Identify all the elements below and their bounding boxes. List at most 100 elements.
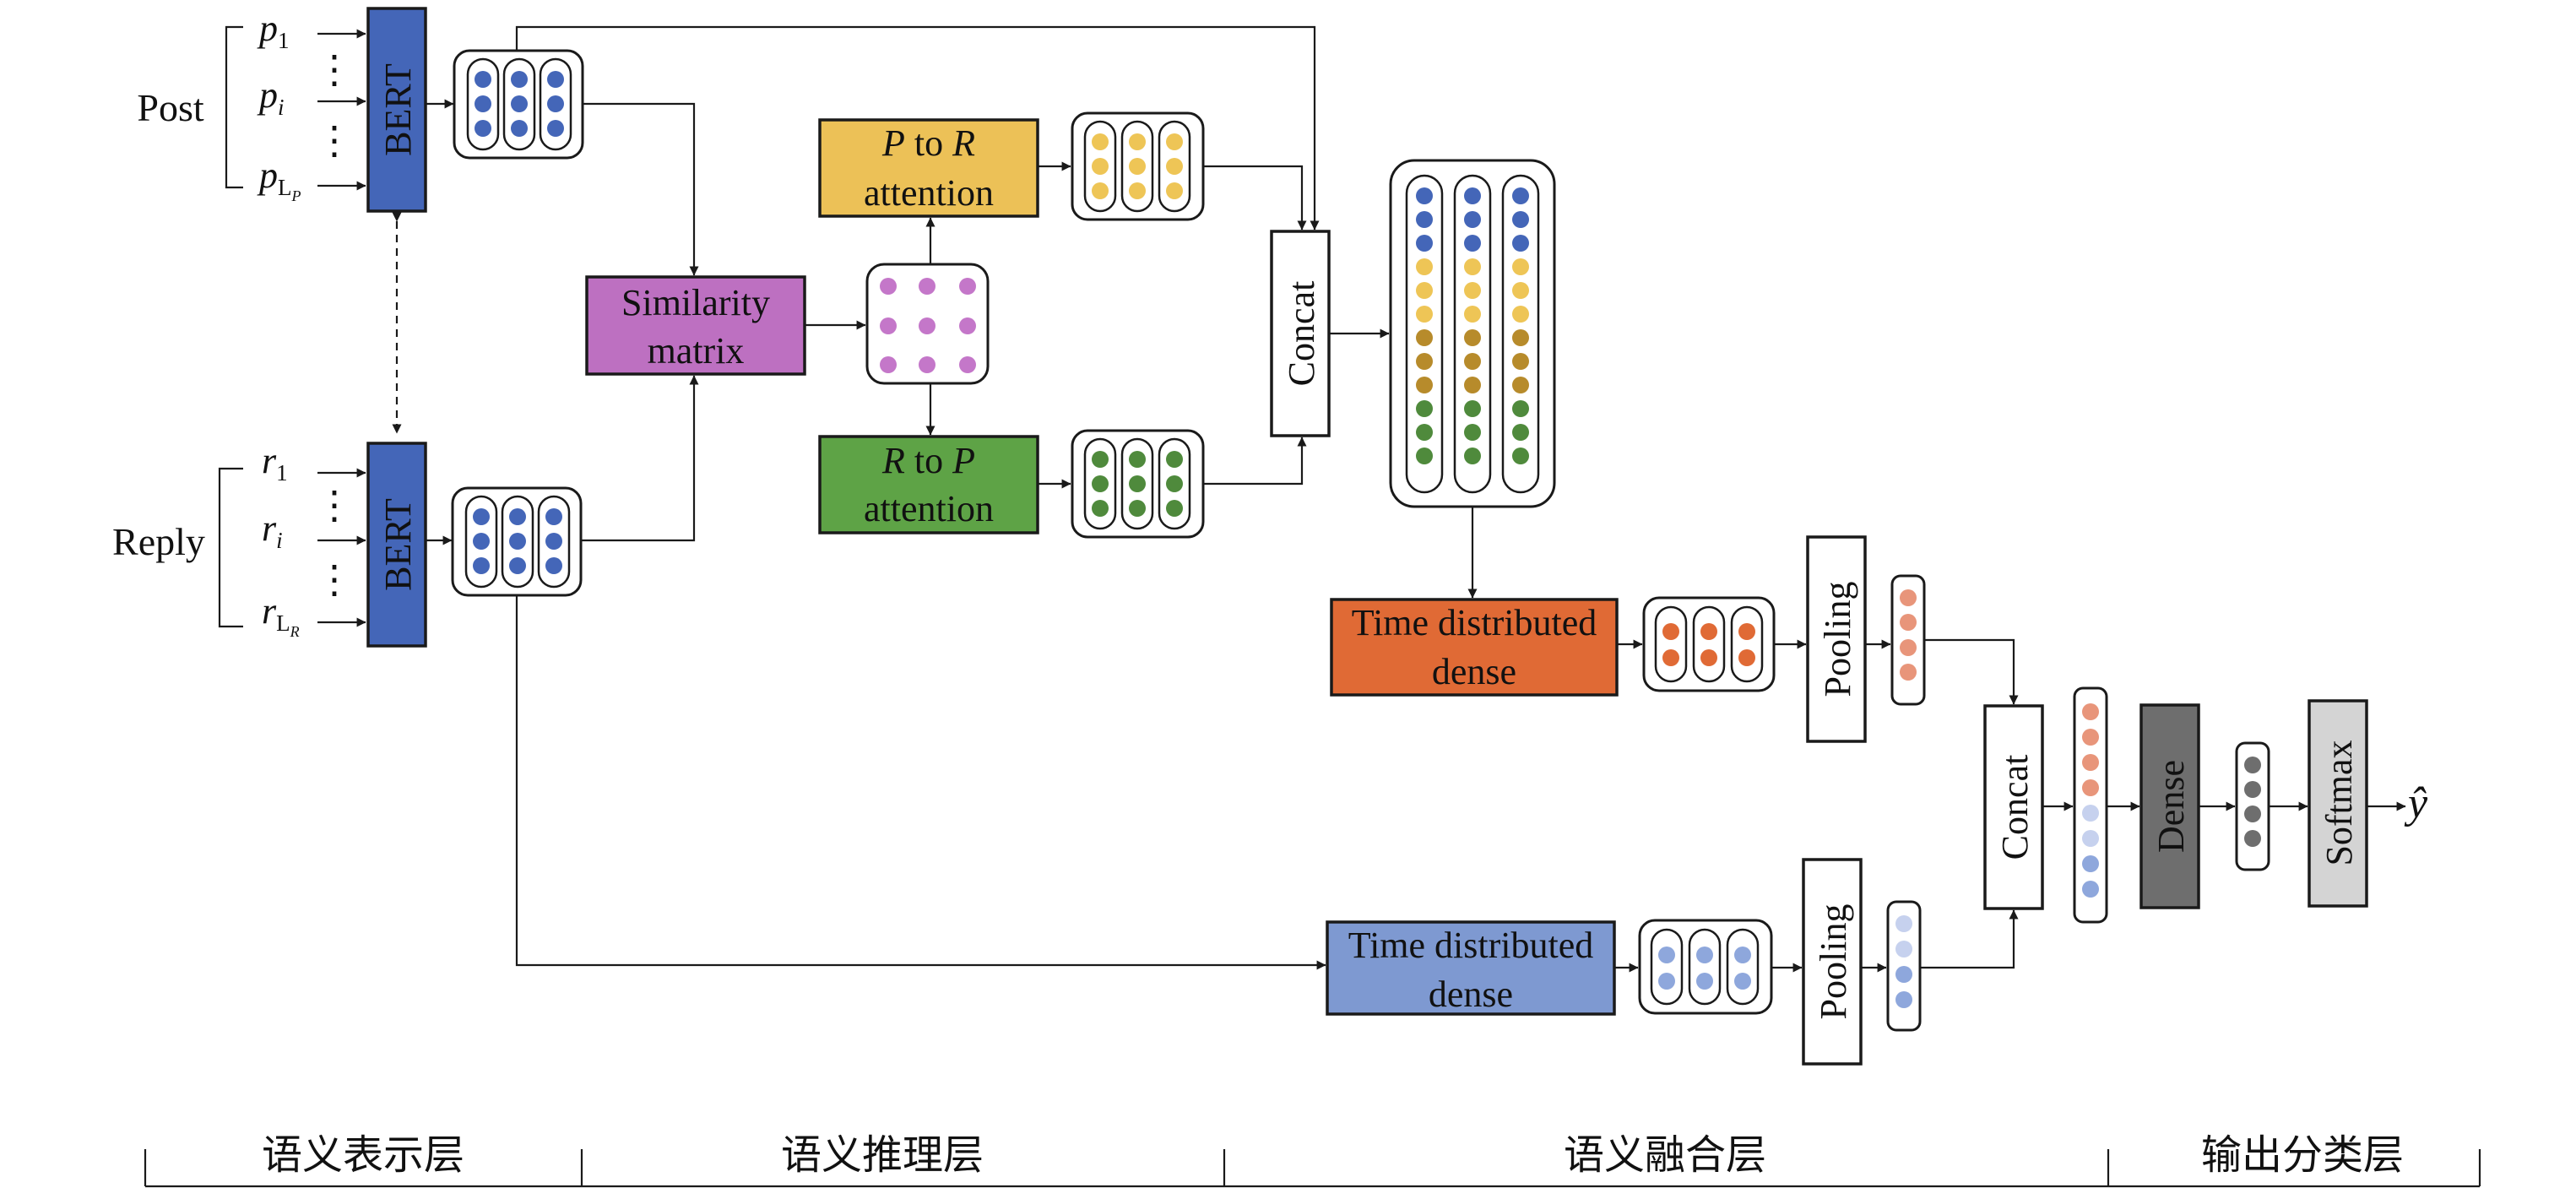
similarity-label-line1: Similarity [621, 282, 770, 323]
concat-feature-dot [1464, 282, 1481, 299]
td-top-dot [1738, 623, 1755, 640]
td-bottom-dot [1734, 973, 1751, 990]
p-to-r-dot [1092, 133, 1109, 150]
pooled-bottom-dot [1895, 991, 1912, 1008]
concat-feature-dot [1416, 211, 1433, 228]
reply-embedding-dot [545, 508, 562, 525]
reply-embedding-dot [509, 508, 526, 525]
r-to-p-dot [1092, 451, 1109, 468]
td-top-dot [1738, 649, 1755, 666]
td-top-box [1330, 598, 1619, 697]
r-to-p-dot [1129, 500, 1146, 517]
r-to-p-attention-box [818, 435, 1039, 534]
concat-feature-dot [1416, 329, 1433, 346]
pooled-top-vector [1890, 574, 1926, 706]
concat-feature-dot [1512, 187, 1529, 204]
td-bottom-output-block [1638, 919, 1773, 1015]
reply-to-similarity-line [581, 375, 699, 542]
post-token-last: pLP [257, 155, 301, 204]
fused-dot [2082, 881, 2099, 898]
attention-matrix-dot [919, 317, 935, 334]
p-to-r-to-concat-line [1203, 165, 1307, 231]
softmax-box [2308, 699, 2368, 908]
fused-dot [2082, 754, 2099, 771]
concat-feature-dot [1464, 424, 1481, 441]
concat-feature-dot [1416, 353, 1433, 370]
post-embedding-dot [475, 71, 491, 88]
td-top-label-line2: dense [1432, 651, 1516, 692]
post-embedding-dot [547, 95, 564, 112]
pooling-top-label: Pooling [1817, 582, 1858, 697]
concat-feature-dot [1512, 377, 1529, 393]
fused-dot [2082, 805, 2099, 822]
concat-feature-dot [1512, 282, 1529, 299]
r-to-p-dot [1166, 475, 1183, 492]
p-to-r-label-line2: attention [864, 172, 994, 214]
reply-embedding-dot [473, 508, 490, 525]
post-embedding-dot [475, 95, 491, 112]
concat-dots [1416, 187, 1529, 464]
reply-token-mid: ri [262, 507, 283, 553]
reply-embedding-dot [545, 533, 562, 550]
td-top-output-block [1642, 596, 1776, 692]
concat-feature-dot [1512, 235, 1529, 252]
layer-label-reasoning: 语义推理层 [781, 1131, 984, 1179]
concat-feature-dot [1512, 306, 1529, 323]
main-concat-label: Concat [1281, 281, 1322, 387]
concat-feature-dot [1416, 235, 1433, 252]
pooled-bottom-dot [1895, 966, 1912, 983]
reply-embedding-dot [473, 557, 490, 574]
td-top-dot [1700, 623, 1717, 640]
reply-ellipsis-top: ⋮ [315, 484, 354, 527]
pooled-bottom-vector [1886, 900, 1922, 1032]
p-to-r-dot [1129, 133, 1146, 150]
r-to-p-label-line2: attention [864, 488, 994, 529]
p-to-r-dot [1129, 182, 1146, 199]
concat-feature-dot [1512, 329, 1529, 346]
reply-ellipsis-bottom: ⋮ [315, 558, 354, 601]
concat-feature-dot [1416, 448, 1433, 464]
p-to-r-dot [1166, 158, 1183, 175]
r-to-p-dot [1129, 451, 1146, 468]
p-to-r-dot [1092, 182, 1109, 199]
reply-token-last: rLR [262, 590, 300, 640]
pooled-bottom-to-concat-line [1920, 909, 2019, 969]
attention-matrix-dot [880, 317, 897, 334]
layer-label-fusion: 语义融合层 [1564, 1131, 1766, 1179]
dense-label: Dense [2150, 760, 2192, 853]
concat-feature-dot [1512, 448, 1529, 464]
concat-feature-dot [1512, 424, 1529, 441]
post-embedding-dot [475, 120, 491, 137]
concat-feature-dot [1464, 448, 1481, 464]
td-bottom-dot [1696, 947, 1713, 963]
layer-label-representation: 语义表示层 [262, 1131, 464, 1179]
pooled-top-dot [1900, 589, 1917, 606]
td-bottom-label-line1: Time distributed [1348, 925, 1594, 966]
p-to-r-dot [1092, 158, 1109, 175]
concat-feature-dot [1416, 306, 1433, 323]
reply-token-first: r1 [262, 440, 288, 486]
post-token-mid: pi [257, 74, 285, 120]
fused-dot [2082, 729, 2099, 746]
td-top-dot [1662, 623, 1679, 640]
r-to-p-dot [1092, 475, 1109, 492]
concat-feature-dot [1416, 258, 1433, 275]
reply-to-td-bottom-line [515, 595, 1326, 970]
post-embedding-dot [511, 71, 528, 88]
fused-vector [2073, 686, 2108, 924]
similarity-label-line2: matrix [648, 330, 745, 372]
attention-matrix-block [865, 263, 990, 385]
reply-label: Reply [112, 520, 205, 563]
fused-dot [2082, 830, 2099, 847]
concat-feature-dot [1512, 211, 1529, 228]
pooled-top-dot [1900, 614, 1917, 631]
pooled-top-dot [1900, 639, 1917, 656]
concat-feature-dot [1464, 258, 1481, 275]
post-ellipsis-bottom: ⋮ [315, 119, 354, 162]
concat-feature-dot [1464, 400, 1481, 417]
reply-embedding-dot [509, 557, 526, 574]
post-embedding-dot [511, 95, 528, 112]
reply-embedding-dot [545, 557, 562, 574]
p-to-r-dot [1166, 182, 1183, 199]
